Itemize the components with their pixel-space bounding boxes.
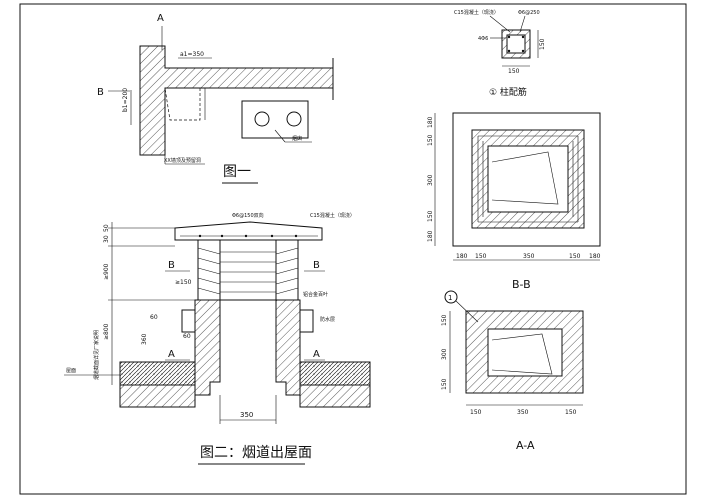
bb-caption: B-B	[512, 278, 531, 291]
flue-block	[241, 100, 309, 139]
aa-dim-bottom-2: 150	[565, 409, 577, 416]
dim-360: 360	[141, 333, 148, 345]
dim-350: 350	[240, 411, 253, 419]
column-caption: ① 柱配筋	[489, 86, 527, 98]
section-b-left: B	[168, 260, 175, 271]
dim-a1: a1=350	[180, 51, 204, 58]
bb-dim-left-2: 300	[427, 174, 434, 186]
aa-dim-bottom-0: 150	[470, 409, 482, 416]
flashing-left	[181, 309, 196, 333]
label-c15: C15混凝土（现浇）	[454, 9, 499, 16]
dim-b1: b1=200	[122, 88, 129, 112]
aa-dim-left-0: 150	[441, 314, 448, 326]
note-louver: 铝合金百叶	[303, 291, 328, 298]
figure1-caption: 图一	[223, 164, 251, 180]
bb-dim-bottom-3: 150	[569, 253, 581, 260]
flue-hole-left	[254, 111, 270, 127]
roof-slab-right	[299, 361, 371, 386]
note-rebar: Φ6@150双向	[232, 212, 264, 219]
figure2-caption: 图二：烟道出屋面	[200, 445, 312, 461]
drawing-border	[19, 3, 687, 495]
section-mark-b: B	[97, 87, 104, 98]
bb-outer-frame	[452, 112, 601, 247]
note-concrete: C15混凝土（现浇）	[310, 212, 355, 219]
dim-800: ≥800	[103, 323, 110, 340]
dim-col-w: 150	[508, 68, 520, 75]
label-side: 4Φ6	[478, 36, 488, 42]
dim-50: 50	[103, 224, 110, 232]
aa-dim-bottom-1: 350	[517, 409, 529, 416]
flue-wall-left	[194, 299, 221, 396]
section-aa: 1 150 300 150 150 350 150 A-A	[441, 290, 584, 452]
bb-dim-bottom-0: 180	[456, 253, 468, 260]
bb-dim-bottom-1: 150	[475, 253, 487, 260]
label-rebar: Φ6@250	[518, 10, 540, 16]
column-detail: C15混凝土（现浇） Φ6@250 4Φ6 150 150 ① 柱配筋	[454, 9, 546, 98]
bb-dim-left-3: 150	[427, 210, 434, 222]
aa-dim-left-1: 300	[441, 348, 448, 360]
dim-col-h: 150	[539, 38, 546, 50]
flashing-right	[299, 309, 314, 333]
aa-marker-label: 1	[448, 294, 452, 302]
dim-900: ≥900	[103, 263, 110, 280]
dim-60a: 60	[150, 314, 158, 321]
aa-dim-left-2: 150	[441, 378, 448, 390]
bb-dim-bottom-2: 350	[523, 253, 535, 260]
note-roof: 屋面	[66, 368, 76, 374]
section-mark-a: A	[157, 13, 164, 24]
cap-slab	[174, 221, 323, 241]
dim-60b: 60	[183, 333, 191, 340]
bb-dim-left-1: 150	[427, 134, 434, 146]
bb-dim-left-0: 180	[427, 116, 434, 128]
figure-2: 50 30 ≥900 ≥800 Φ6@150双向 C15混凝土（现浇）	[64, 212, 371, 465]
louver-box	[197, 239, 299, 301]
roof-slab-left	[119, 361, 196, 386]
bb-dim-bottom-4: 180	[589, 253, 601, 260]
aa-caption: A-A	[516, 439, 535, 452]
note-waterproof: 防水层	[320, 316, 335, 323]
section-a-right: A	[313, 349, 320, 360]
label-bottom: XX墙顶及预留洞	[164, 157, 201, 164]
figure-1: A B a1=350 b1=200 XX墙顶及预留洞 烟囱 图一	[97, 13, 334, 184]
section-bb: 180 150 300 150 180 180 150 350 150 180 …	[427, 112, 601, 291]
note-vertical: 烟道截面详见厂家说明	[93, 330, 100, 380]
label-flue: 烟囱	[292, 135, 302, 142]
dim-30: 30	[103, 235, 110, 243]
section-b-right: B	[313, 260, 320, 271]
flue-wall-right	[275, 299, 301, 396]
dim-150: ≥150	[175, 279, 192, 286]
bb-dim-left-4: 180	[427, 230, 434, 242]
flue-hole-right	[286, 111, 302, 127]
aa-detail-marker	[444, 290, 458, 304]
section-a-left: A	[168, 349, 175, 360]
